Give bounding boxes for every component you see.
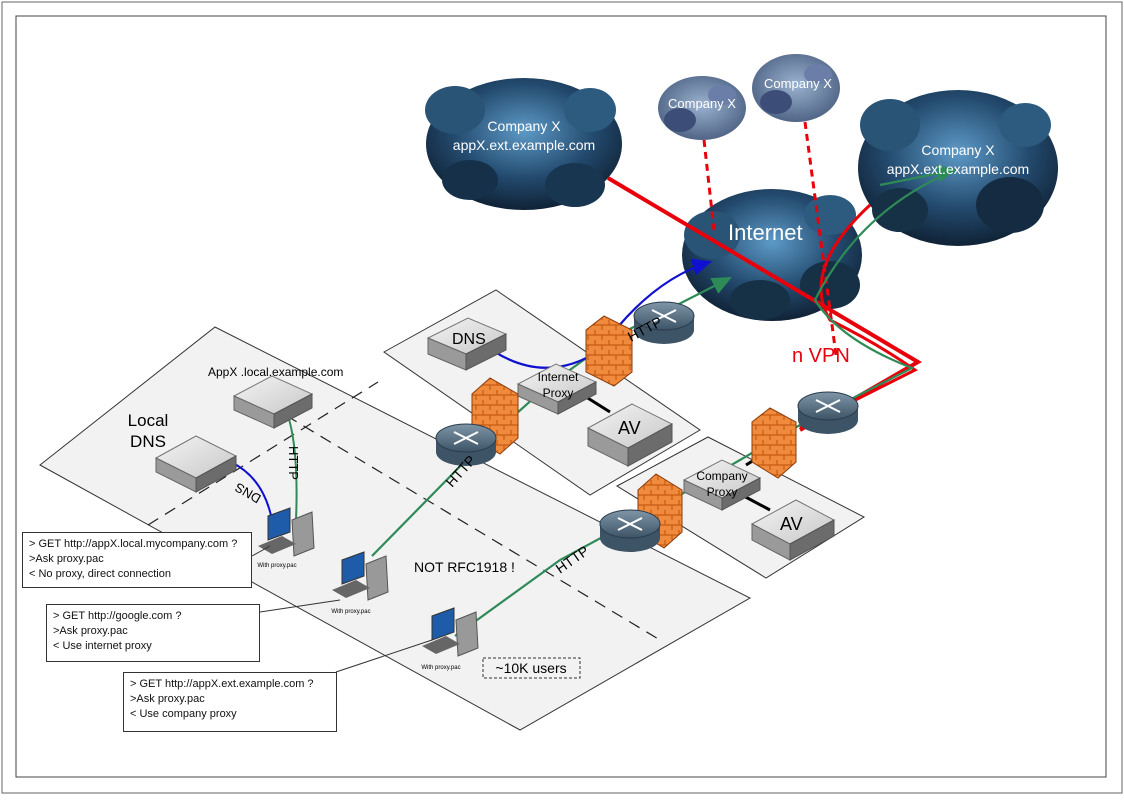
dns-top-label: DNS xyxy=(452,331,486,348)
local-dns-server xyxy=(154,435,238,493)
note-ext-line3: < Use company proxy xyxy=(130,708,237,720)
workstation-company-caption: With proxy.pac xyxy=(421,665,460,671)
internet-proxy-line1: Internet xyxy=(538,370,579,384)
internet-cloud xyxy=(682,189,862,321)
workstation-local-caption: With proxy.pac xyxy=(257,563,296,569)
company-small-cloud-2-label: Company X xyxy=(764,76,832,91)
av-top-label: AV xyxy=(618,418,641,438)
firewall-company-1 xyxy=(751,407,797,479)
router-company-top xyxy=(797,391,859,434)
av-bottom-label: AV xyxy=(780,514,803,534)
router-internet-top xyxy=(633,301,695,344)
firewall-internet-1 xyxy=(585,315,633,387)
company-right-cloud-line2: appX.ext.example.com xyxy=(887,161,1029,177)
workstation-local xyxy=(258,507,315,557)
note-local-request: > GET http://appX.local.mycompany.com ? … xyxy=(22,532,252,588)
company-small-cloud-1-label: Company X xyxy=(668,96,736,111)
workstation-internet xyxy=(332,551,389,601)
dns-server-top xyxy=(426,317,508,371)
company-main-cloud-line1: Company X xyxy=(487,118,561,134)
note-connector-local xyxy=(251,545,271,557)
vpn-dashed-link-2 xyxy=(803,121,838,356)
note-local-line2: >Ask proxy.pac xyxy=(29,553,104,565)
internet-proxy-server xyxy=(516,363,598,415)
company-proxy-server xyxy=(682,459,762,511)
company-right-cloud xyxy=(858,90,1058,246)
router-internet-bottom xyxy=(435,423,497,466)
vpn-label: n VPN xyxy=(792,345,850,367)
av-server-top xyxy=(586,403,674,467)
note-google-request: > GET http://google.com ? >Ask proxy.pac… xyxy=(46,604,260,662)
http-path-company-arrow xyxy=(879,164,958,187)
note-ext-line2: >Ask proxy.pac xyxy=(130,693,205,705)
company-small-cloud-1 xyxy=(658,76,746,140)
note-google-line2: >Ask proxy.pac xyxy=(53,625,128,637)
local-dns-line1: Local xyxy=(128,411,169,430)
internet-proxy-line2: Proxy xyxy=(543,386,574,400)
note-connector-google xyxy=(259,599,341,613)
company-right-cloud-line1: Company X xyxy=(921,142,995,158)
note-local-line1: > GET http://appX.local.mycompany.com ? xyxy=(29,538,238,550)
note-connector-ext xyxy=(335,639,433,673)
company-proxy-line1: Company xyxy=(696,469,747,483)
internet-cloud-label: Internet xyxy=(728,220,803,245)
router-company-bottom xyxy=(599,509,661,552)
partition-line-1 xyxy=(147,381,379,526)
av-server-bottom xyxy=(750,499,836,561)
workstation-internet-caption: With proxy.pac xyxy=(331,609,370,615)
company-small-cloud-2 xyxy=(752,54,840,122)
company-main-cloud-line2: appX.ext.example.com xyxy=(453,137,595,153)
workstation-company xyxy=(422,607,479,657)
local-zone xyxy=(39,326,752,731)
local-dns-line2: DNS xyxy=(130,432,166,451)
not-rfc1918-label: NOT RFC1918 ! xyxy=(414,559,515,575)
users-label: ~10K users xyxy=(495,660,566,676)
company-proxy-line2: Proxy xyxy=(707,485,738,499)
company-main-cloud xyxy=(425,78,622,210)
appx-local-label: AppX .local.example.com xyxy=(208,365,343,379)
note-google-line1: > GET http://google.com ? xyxy=(53,610,182,622)
note-local-line3: < No proxy, direct connection xyxy=(29,568,171,580)
http-path-company xyxy=(454,168,956,637)
note-google-line3: < Use internet proxy xyxy=(53,640,152,652)
appx-local-server xyxy=(232,375,314,429)
note-ext-request: > GET http://appX.ext.example.com ? >Ask… xyxy=(123,672,337,732)
note-ext-line1: > GET http://appX.ext.example.com ? xyxy=(130,678,314,690)
http-local-label: HTTP xyxy=(286,446,301,480)
users-box xyxy=(482,657,581,679)
vpn-dashed-link-1 xyxy=(702,139,716,231)
